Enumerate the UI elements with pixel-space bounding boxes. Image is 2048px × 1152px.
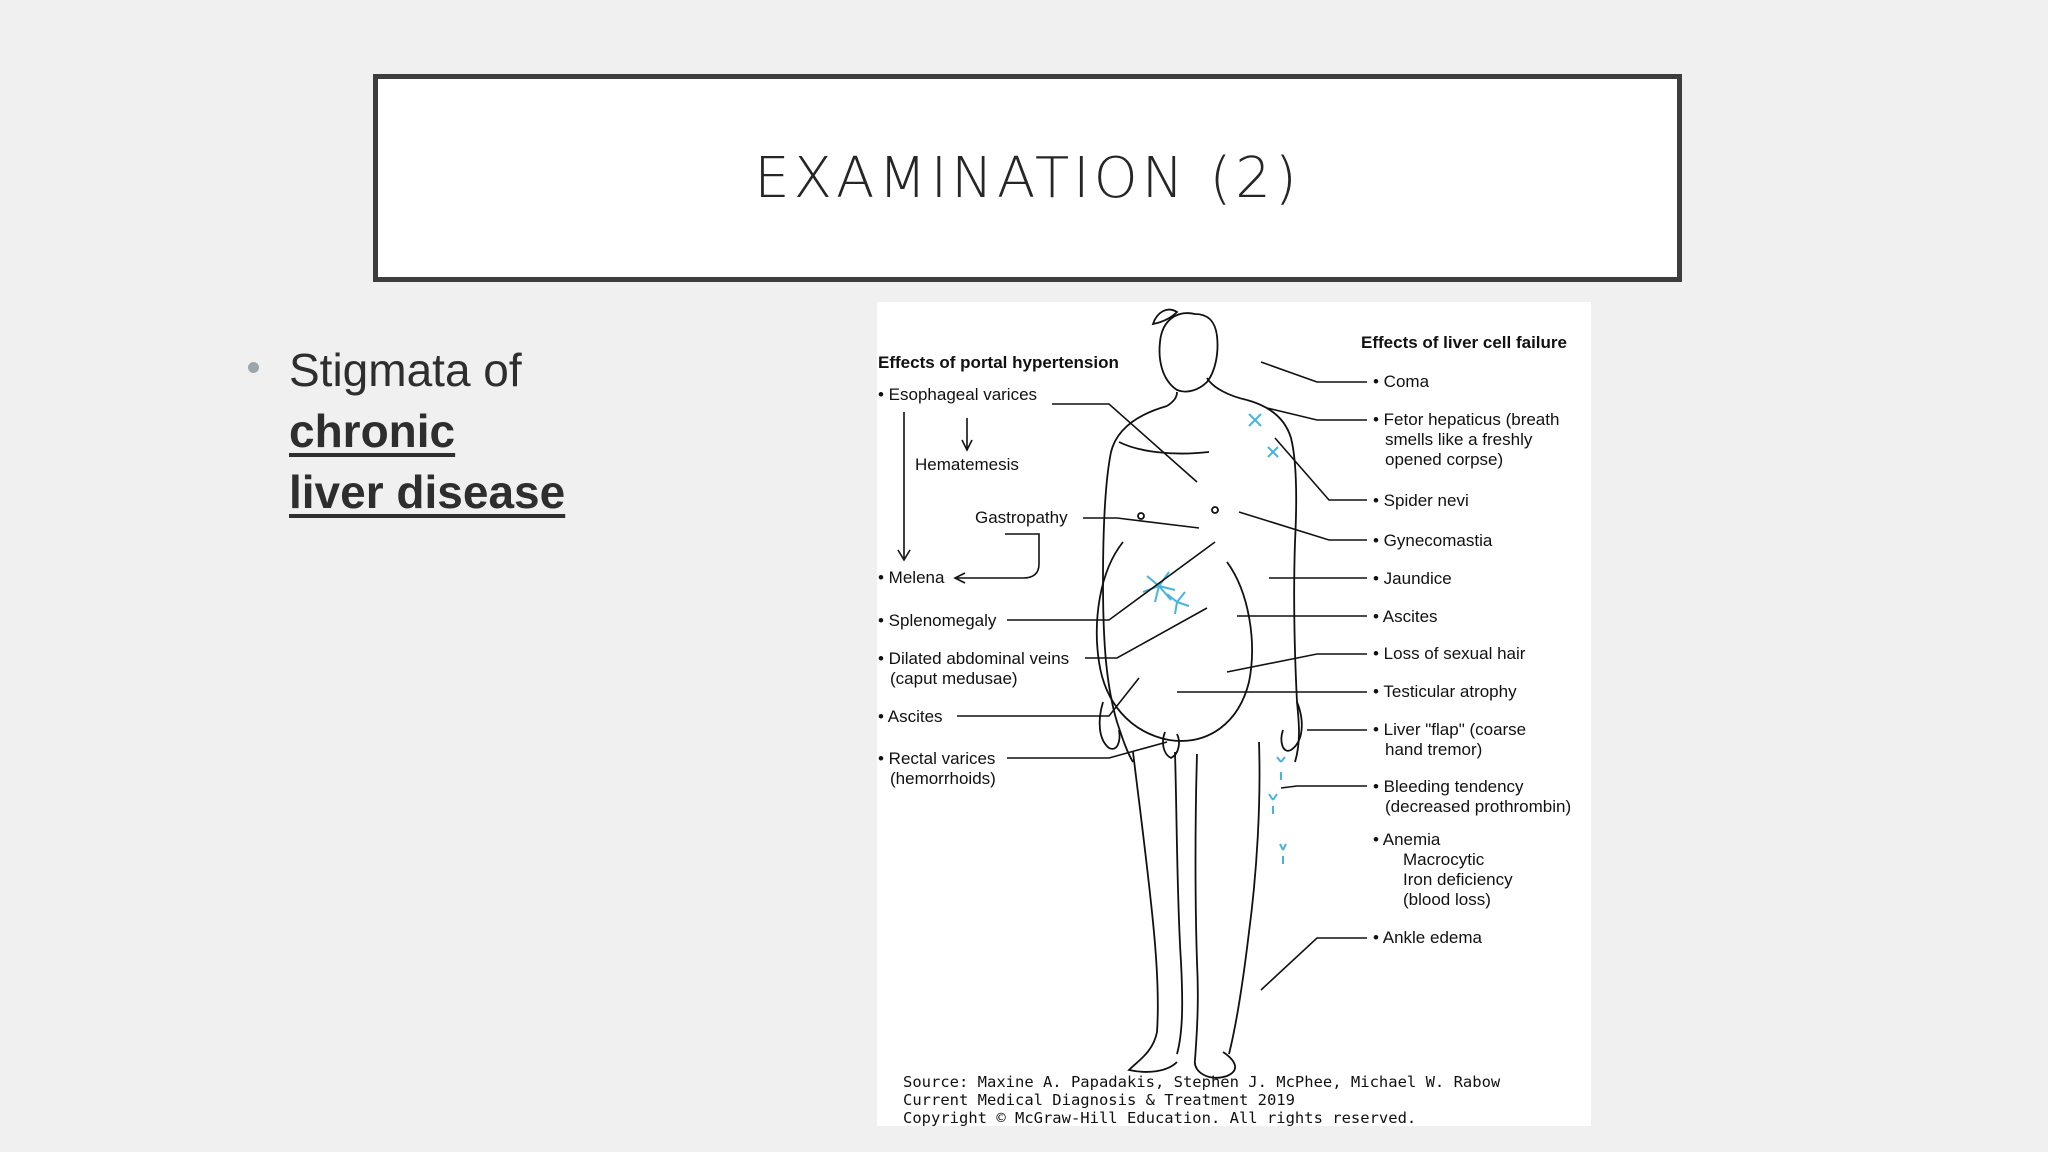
- label-esophageal-varices: • Esophageal varices: [878, 385, 1037, 404]
- label-jaundice: • Jaundice: [1373, 569, 1452, 588]
- liver-disease-figure: Effects of portal hypertension • Esophag…: [877, 302, 1591, 1126]
- bullet-emphasis-line-1: chronic: [289, 405, 456, 457]
- label-ascites-right: • Ascites: [1373, 607, 1438, 626]
- label-hematemesis: Hematemesis: [915, 455, 1019, 474]
- bullet-lead-text: Stigmata of: [289, 344, 522, 396]
- label-liver-flap: • Liver "flap" (coarse: [1373, 720, 1526, 739]
- human-figure-drawing: [1095, 308, 1303, 1079]
- label-testicular-atrophy: • Testicular atrophy: [1373, 682, 1517, 701]
- source-line-3: Copyright © McGraw-Hill Education. All r…: [903, 1109, 1416, 1126]
- label-caput-medusae: (caput medusae): [890, 669, 1018, 688]
- label-loss-of-sexual-hair: • Loss of sexual hair: [1373, 644, 1526, 663]
- label-ankle-edema: • Ankle edema: [1373, 928, 1483, 947]
- right-column-header: Effects of liver cell failure: [1361, 333, 1567, 352]
- label-fetor-hepaticus-3: opened corpse): [1385, 450, 1503, 469]
- label-hemorrhoids: (hemorrhoids): [890, 769, 996, 788]
- source-line-2: Current Medical Diagnosis & Treatment 20…: [903, 1091, 1295, 1109]
- left-column-header: Effects of portal hypertension: [878, 353, 1119, 372]
- title-box: EXAMINATION (2): [373, 74, 1682, 282]
- label-ascites-left: • Ascites: [878, 707, 943, 726]
- label-anemia-iron: Iron deficiency: [1403, 870, 1513, 889]
- label-gastropathy: Gastropathy: [975, 508, 1068, 527]
- slide-title: EXAMINATION (2): [754, 145, 1301, 211]
- label-liver-flap-2: hand tremor): [1385, 740, 1482, 759]
- label-fetor-hepaticus-2: smells like a freshly: [1385, 430, 1533, 449]
- source-line-1: Source: Maxine A. Papadakis, Stephen J. …: [903, 1073, 1501, 1091]
- label-anemia: • Anemia: [1373, 830, 1441, 849]
- label-splenomegaly: • Splenomegaly: [878, 611, 997, 630]
- figure-svg: Effects of portal hypertension • Esophag…: [878, 308, 1571, 1126]
- right-leader-lines: [1177, 361, 1367, 991]
- bullet-emphasis-line-2: liver disease: [289, 466, 566, 518]
- label-melena: • Melena: [878, 568, 945, 587]
- label-bleeding-tendency-2: (decreased prothrombin): [1385, 797, 1571, 816]
- left-leader-lines: [897, 403, 1216, 759]
- label-gynecomastia: • Gynecomastia: [1373, 531, 1493, 550]
- label-spider-nevi: • Spider nevi: [1373, 491, 1469, 510]
- label-coma: • Coma: [1373, 372, 1430, 391]
- label-fetor-hepaticus: • Fetor hepaticus (breath: [1373, 410, 1559, 429]
- bullet-marker: [248, 362, 259, 373]
- label-dilated-abdominal-veins: • Dilated abdominal veins: [878, 649, 1069, 668]
- label-bleeding-tendency: • Bleeding tendency: [1373, 777, 1524, 796]
- label-anemia-blood-loss: (blood loss): [1403, 890, 1491, 909]
- label-rectal-varices: • Rectal varices: [878, 749, 995, 768]
- label-anemia-macrocytic: Macrocytic: [1403, 850, 1485, 869]
